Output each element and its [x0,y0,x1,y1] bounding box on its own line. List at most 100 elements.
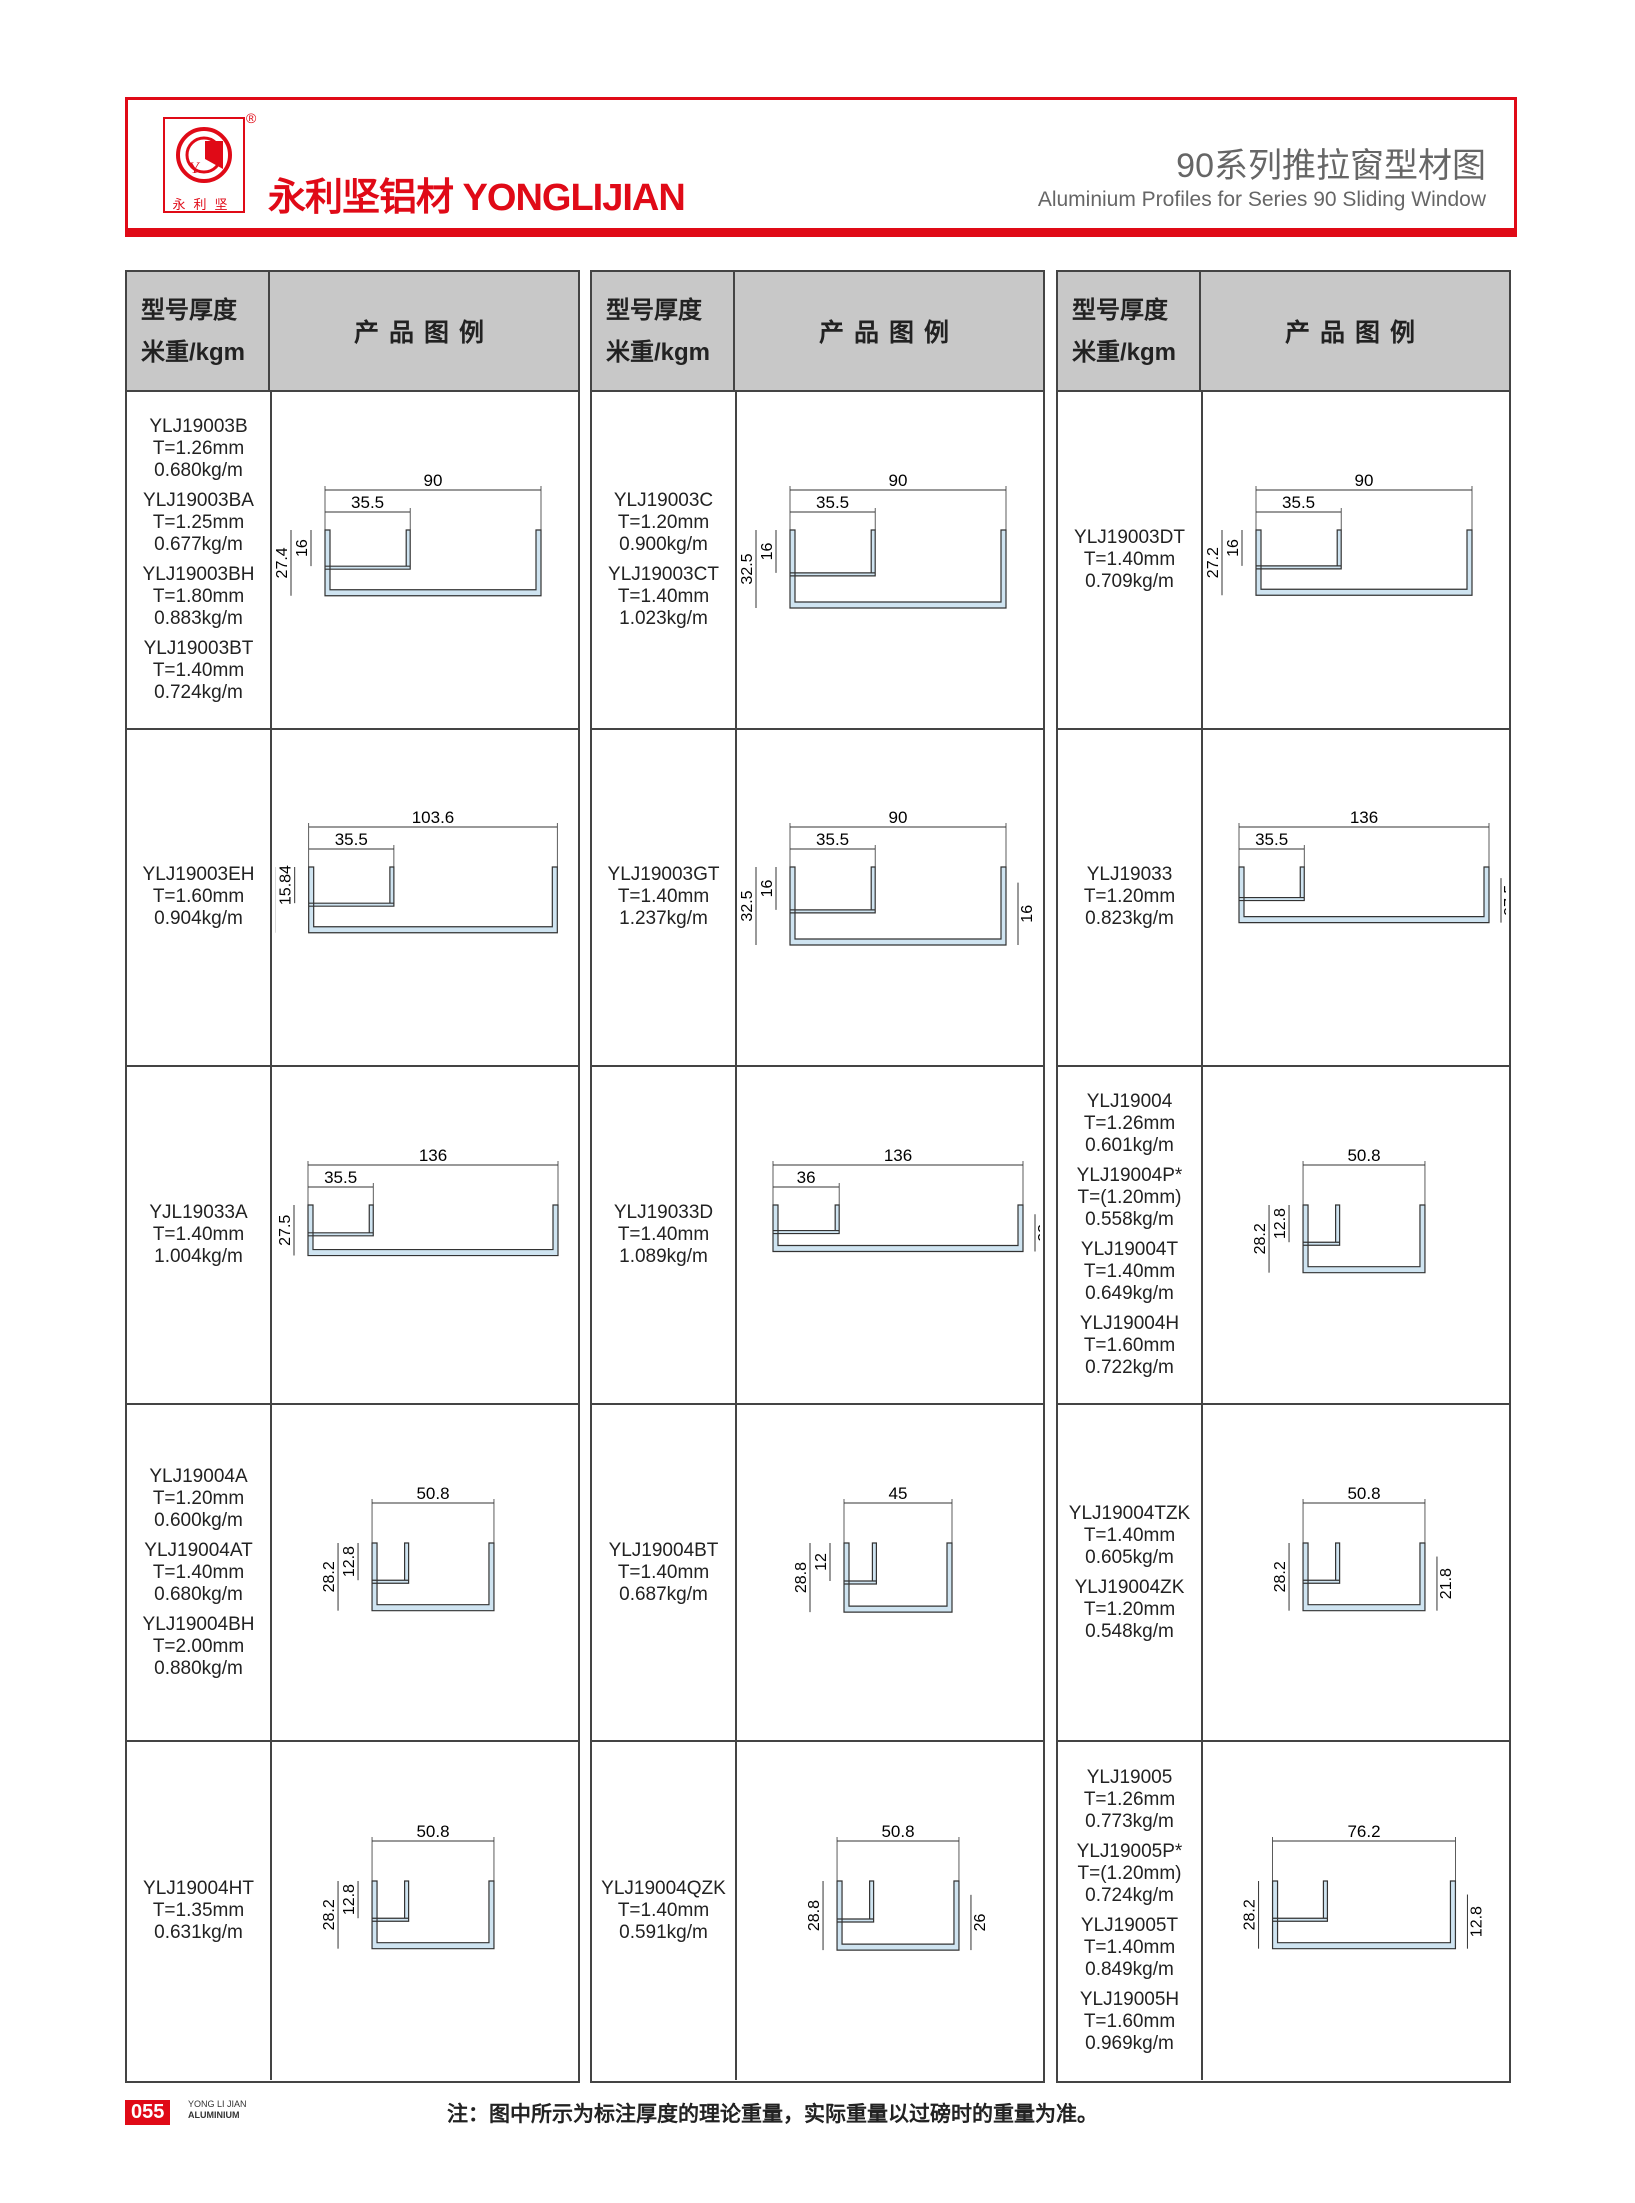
dimension-label: 28.2 [1242,1899,1259,1930]
profile-weight: 0.724kg/m [154,681,243,703]
profile-thickness: T=1.20mm [617,511,710,533]
profile-model: YLJ19005 [1086,1767,1173,1789]
profile-model: YLJ19004ZK [1074,1576,1185,1598]
profile-weight: 0.558kg/m [1085,1208,1174,1230]
header-weight-label: 米重/kgm [606,339,711,366]
profile-thickness: T=1.40mm [152,659,245,681]
dimension-label: 90 [1355,471,1374,490]
dimension-label: 16 [759,880,776,898]
dimension-label: 21.8 [1438,1568,1455,1599]
dimension-label: 12.8 [341,1884,358,1915]
dimension-label: 35.5 [335,830,368,849]
profile-thickness: T=1.40mm [617,886,710,908]
profile-model: YLJ19033D [613,1201,714,1223]
profile-model: YLJ19004BT [608,1539,719,1561]
registered-mark: ® [246,110,257,126]
profile-model: YLJ19004BH [142,1613,255,1635]
profile-model: YLJ19033 [1086,864,1173,886]
dimension-label: 16 [1019,905,1036,923]
profile-model: YLJ19004H [1079,1312,1180,1334]
dimension-label: 12.8 [1272,1208,1289,1239]
profile-shape [789,529,1007,609]
profile-weight: 0.883kg/m [154,607,243,629]
brand-name: 永利坚铝材 YONGLIJIAN [268,177,686,219]
page-title-cn: 90系列推拉窗型材图 [1176,147,1486,185]
dimension-label: 35.5 [1255,830,1288,849]
profile-weight: 1.237kg/m [619,908,708,930]
page-number: 055 [125,2100,171,2125]
dimension-label: 16 [1225,539,1242,557]
profile-shape [307,1204,559,1257]
dimension-label: 90 [889,808,908,827]
profile-weight: 0.773kg/m [1085,1811,1174,1833]
profile-weight: 1.023kg/m [619,607,708,629]
profile-weight: 0.904kg/m [154,908,243,930]
dimension-label: 50.8 [416,1484,449,1503]
dimension-label: 35.5 [324,1168,357,1187]
dimension-label: 50.8 [881,1822,914,1841]
profile-shape [772,1204,1024,1253]
profile-shape [324,529,542,597]
dimension-label: 32.5 [740,553,756,584]
header-model-weight: 型号厚度米重/kgm [127,272,270,390]
profile-thickness: T=1.40mm [1083,1937,1176,1959]
profile-weight: 0.601kg/m [1085,1134,1174,1156]
header-diagram-label: 产品图例 [818,319,959,347]
dimension-label: 35.5 [351,493,384,512]
profile-weight: 0.677kg/m [154,533,243,555]
profile-thickness: T=1.40mm [617,1900,710,1922]
profile-thickness: T=1.20mm [152,1487,245,1509]
profile-model: YLJ19003CT [608,563,719,585]
profile-weight: 0.605kg/m [1085,1546,1174,1568]
profile-weight: 0.687kg/m [619,1583,708,1605]
profile-shape [1302,1541,1426,1611]
dimension-label: 12.8 [341,1546,358,1577]
profile-thickness: T=1.20mm [1083,1598,1176,1620]
profile-weight: 0.631kg/m [154,1922,243,1944]
profile-model: YLJ19003BH [142,563,255,585]
dimension-label: 27.5 [1502,885,1506,916]
profile-weight: 0.680kg/m [154,1583,243,1605]
profile-thickness: T=1.40mm [1083,548,1176,570]
profile-weight: 0.600kg/m [154,1509,243,1531]
profile-entry: YLJ19004P*T=(1.20mm)0.558kg/m [1077,1165,1183,1231]
profile-entry: YLJ19005P*T=(1.20mm)0.724kg/m [1077,1841,1183,1907]
dimension-label: 27.4 [275,547,291,578]
profile-thickness: T=1.26mm [152,437,245,459]
dimension-label: 36 [797,1168,816,1187]
dimension-label: 50.8 [1347,1484,1380,1503]
